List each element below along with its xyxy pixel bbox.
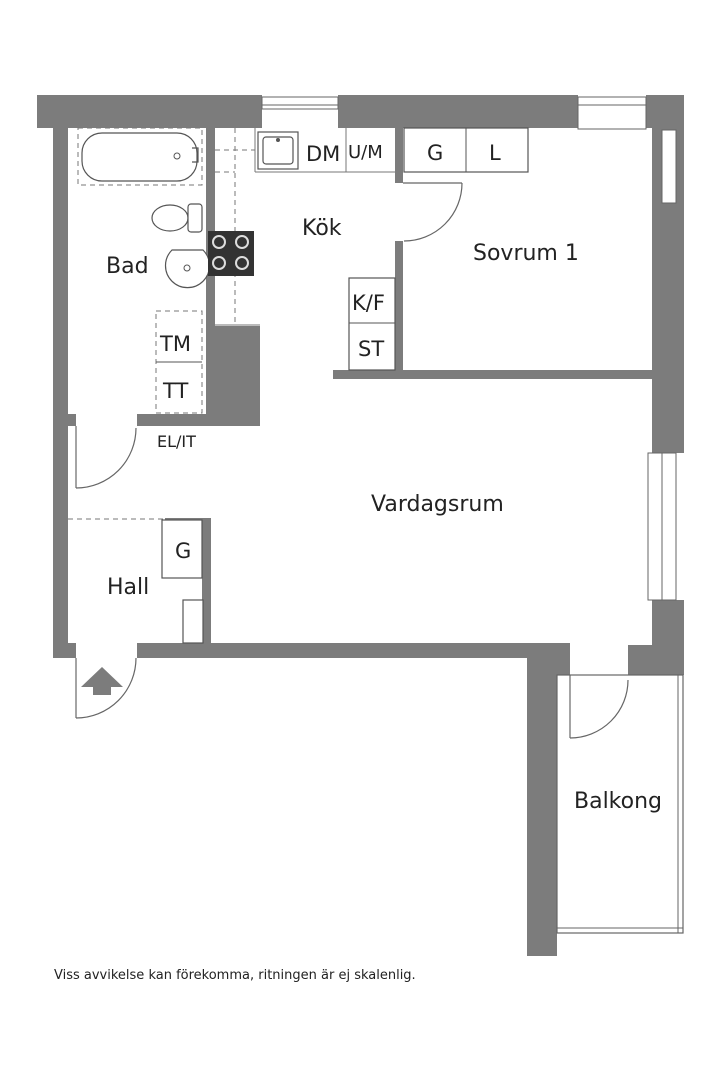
washbasin-icon <box>164 249 211 289</box>
fixture-label-tt: TT <box>162 379 188 403</box>
bathroom <box>75 127 211 489</box>
fixture-label-elit: EL/IT <box>157 432 196 451</box>
room-label-vardagsrum: Vardagsrum <box>371 492 504 517</box>
windows <box>261 96 677 601</box>
interior-walls <box>68 128 653 644</box>
kitchen <box>208 128 396 371</box>
bedroom <box>403 127 529 242</box>
room-label-balkong: Balkong <box>574 789 662 814</box>
toilet-icon <box>151 203 203 233</box>
disclaimer-text: Viss avvikelse kan förekomma, ritningen … <box>54 968 416 983</box>
entrance-arrow-icon <box>81 667 123 695</box>
fixture-label-g-hall: G <box>175 539 191 563</box>
fixture-label-dm: DM <box>306 142 340 166</box>
balcony <box>556 674 684 934</box>
room-label-hall: Hall <box>107 575 149 600</box>
exterior-walls <box>37 95 684 956</box>
stove-icon <box>208 231 254 276</box>
fixture-label-kf: K/F <box>352 291 385 315</box>
hall <box>68 518 204 719</box>
fixture-label-um: U/M <box>348 142 383 163</box>
room-label-bad: Bad <box>106 254 149 279</box>
bathtub-icon <box>81 132 199 182</box>
fixture-label-st: ST <box>358 337 384 361</box>
room-label-kok: Kök <box>302 216 342 241</box>
room-label-sovrum: Sovrum 1 <box>473 241 579 266</box>
labels: Bad Kök Sovrum 1 Vardagsrum Hall Balkong… <box>106 141 662 814</box>
fixture-label-g-kitchen: G <box>427 141 443 165</box>
fixture-label-tm: TM <box>159 332 191 356</box>
fixture-label-l: L <box>489 141 501 165</box>
sink-icon <box>257 131 299 170</box>
